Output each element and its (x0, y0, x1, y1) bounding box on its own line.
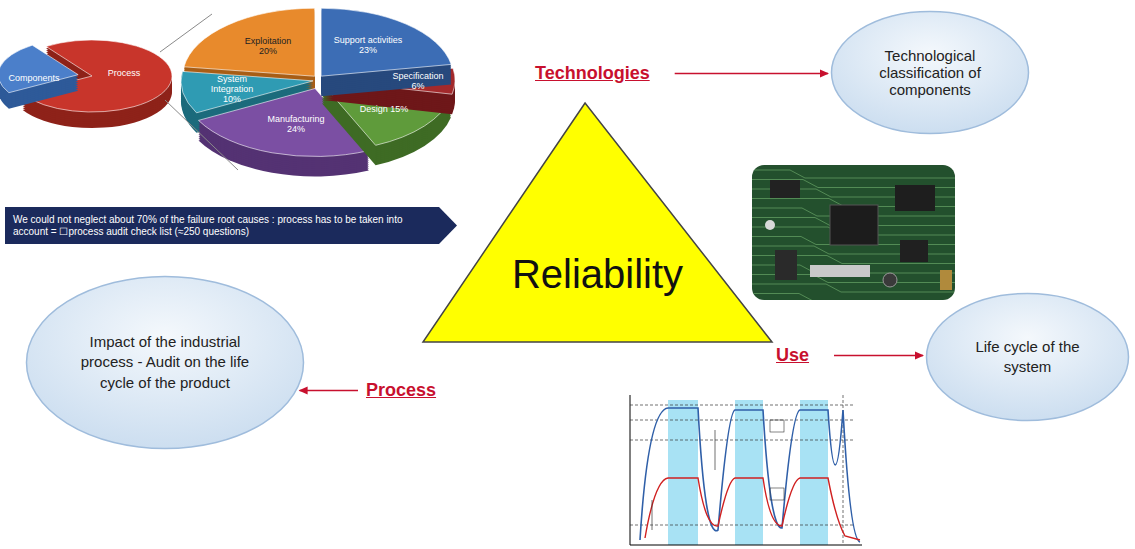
ellipse-outline (832, 12, 1029, 134)
pillar-label-text: Process (366, 380, 436, 401)
pillar-label: Use (776, 345, 809, 366)
ellipse-outline (27, 277, 304, 449)
pie-slice (0, 45, 78, 92)
zoom-line (160, 14, 212, 52)
pillar-label-text: Use (776, 345, 809, 366)
pillar-label: Technologies (535, 63, 650, 84)
pcb-trace (752, 284, 955, 292)
pie-label: Manufacturing 24% (263, 115, 329, 135)
pie-chart (0, 8, 455, 176)
pcb-trace (752, 170, 955, 178)
topic-ellipse-text: Impact of the industrial process - Audit… (70, 332, 260, 393)
reliability-triangle-text: Reliability (512, 252, 683, 297)
arrow-connector (300, 390, 358, 392)
pie-slice (321, 8, 451, 76)
pie-label: Exploitation 20% (240, 37, 296, 57)
ellipse-outline (927, 294, 1129, 421)
triangle-outline (423, 103, 772, 342)
pie-label: Specification 6% (387, 72, 449, 92)
arrow-connector (675, 73, 828, 75)
topic-ellipse-text: Life cycle of the system (961, 337, 1094, 378)
pie-label: Components (4, 74, 64, 84)
pillar-label-text: Technologies (535, 63, 650, 84)
arrow-connector (834, 355, 923, 357)
pie-label: System Integration 10% (206, 75, 258, 105)
pcb-photo (752, 165, 955, 302)
note-banner: We could not neglect about 70% of the fa… (5, 207, 457, 244)
reliability-triangle-shape (420, 100, 775, 345)
pcb-trace (752, 294, 955, 301)
pie-label: Design 15% (359, 105, 409, 115)
reliability-triangle: Reliability (420, 100, 775, 345)
note-banner-text: We could not neglect about 70% of the fa… (13, 214, 431, 237)
banner-arrow (5, 207, 457, 244)
pillar-label: Process (366, 380, 436, 401)
profile-chart (615, 390, 865, 547)
topic-ellipse: Life cycle of the system (925, 292, 1130, 422)
topic-ellipse: Technological classification of componen… (830, 10, 1030, 135)
pie-label: Support activities 23% (333, 36, 403, 56)
pie-slice (184, 8, 315, 76)
topic-ellipse: Impact of the industrial process - Audit… (25, 275, 305, 450)
pie-label: Process (99, 69, 149, 79)
topic-ellipse-text: Technological classification of componen… (860, 47, 1000, 98)
zoom-line (165, 100, 238, 170)
topic-ellipse-shape (925, 292, 1130, 422)
